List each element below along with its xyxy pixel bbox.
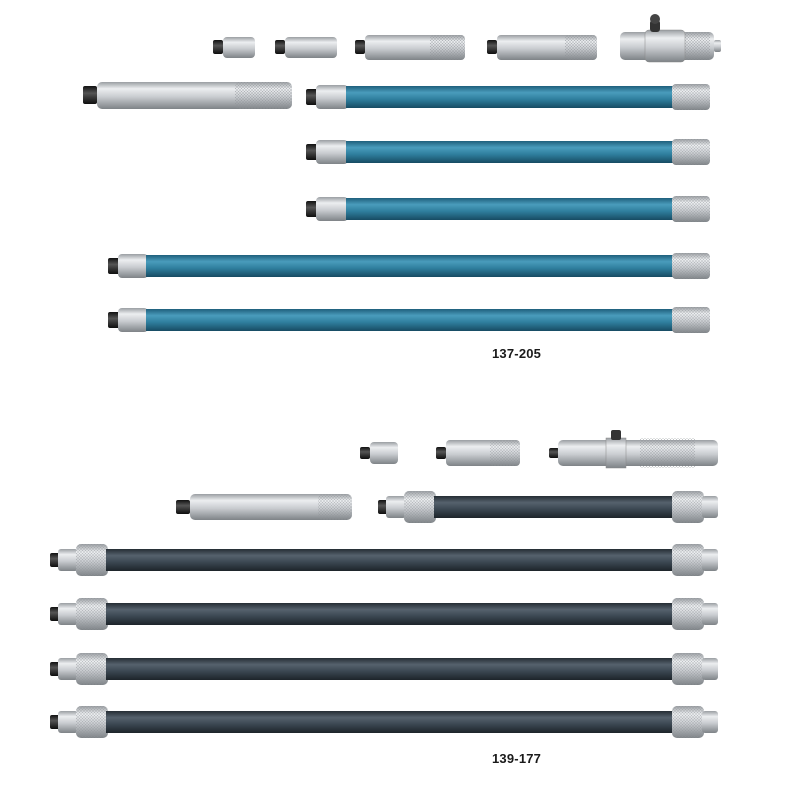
micrometer-head-2	[549, 430, 718, 469]
set-137-205	[83, 14, 721, 333]
micrometer-head	[620, 14, 721, 63]
extension-rod-small-1	[213, 37, 255, 58]
extension-rod-small-5	[360, 442, 398, 464]
extension-rod-blue-1	[306, 84, 710, 110]
extension-rod-blue-2	[306, 139, 710, 165]
extension-rod-small-2	[275, 37, 337, 58]
extension-rod-blue-5	[108, 307, 710, 333]
extension-rod-dark-5	[50, 706, 718, 738]
extension-rod-blue-3	[306, 196, 710, 222]
model-label-137-205: 137-205	[492, 346, 542, 361]
model-label-139-177: 139-177	[492, 751, 542, 766]
extension-rod-small-6	[436, 440, 520, 466]
extension-rod-dark-3	[50, 598, 718, 630]
extension-rod-dark-2	[50, 544, 718, 576]
extension-rod-dark-1	[378, 491, 718, 523]
extension-rod-blue-4	[108, 253, 710, 279]
extension-rod-small-3	[355, 35, 465, 60]
extension-rod-small-4	[487, 35, 597, 60]
set-139-177	[50, 430, 718, 738]
extension-rod-long	[83, 82, 292, 109]
extension-rod-dark-4	[50, 653, 718, 685]
extension-rod-long-2	[176, 494, 352, 520]
